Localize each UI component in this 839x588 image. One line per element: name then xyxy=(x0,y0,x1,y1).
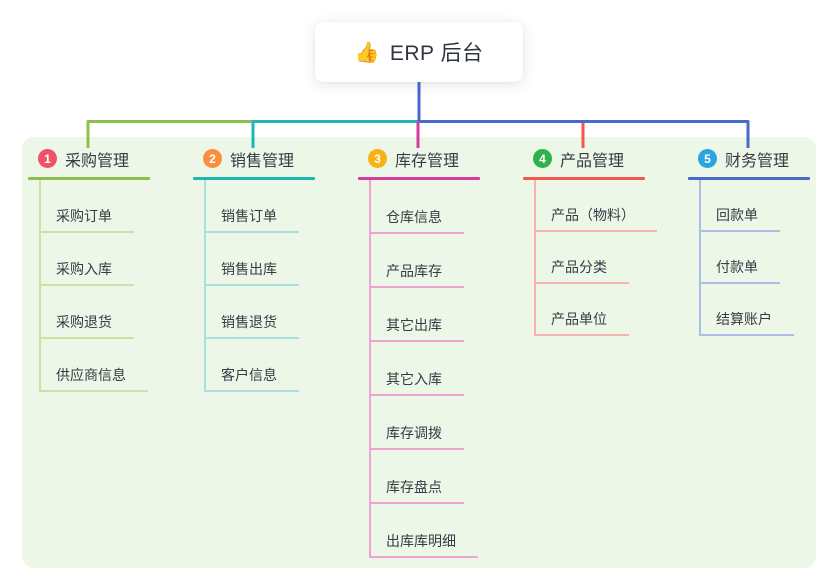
branch-node-purchase[interactable]: 1 采购管理 xyxy=(28,148,150,170)
child-node-label[interactable]: 销售订单 xyxy=(204,206,299,233)
child-node: 付款单 xyxy=(688,232,810,284)
branch-title: 库存管理 xyxy=(395,152,460,170)
branch-number-badge: 2 xyxy=(203,149,222,168)
child-node: 回款单 xyxy=(688,180,810,232)
branch-number-badge: 3 xyxy=(368,149,387,168)
child-node: 产品分类 xyxy=(523,232,657,284)
child-node-label[interactable]: 仓库信息 xyxy=(369,207,464,234)
branch-node-product[interactable]: 4 产品管理 xyxy=(523,148,657,170)
branch-underline xyxy=(358,177,480,180)
child-node: 其它入库 xyxy=(358,342,480,396)
child-node-label[interactable]: 出库库明细 xyxy=(369,531,478,558)
child-node: 采购退货 xyxy=(28,286,150,339)
branch-column-purchase: 1 采购管理采购订单采购入库采购退货供应商信息 xyxy=(28,148,150,392)
child-node-label[interactable]: 回款单 xyxy=(699,205,780,232)
child-node: 供应商信息 xyxy=(28,339,150,392)
children-connector-line xyxy=(534,180,536,336)
child-node-label[interactable]: 供应商信息 xyxy=(39,365,148,392)
child-node: 库存盘点 xyxy=(358,450,480,504)
children-connector-line xyxy=(39,180,41,392)
branch-column-inventory: 3 库存管理仓库信息产品库存其它出库其它入库库存调拨库存盘点出库库明细 xyxy=(358,148,480,558)
branch-title: 采购管理 xyxy=(65,152,130,170)
branch-children: 回款单付款单结算账户 xyxy=(688,180,810,336)
thumbs-up-icon: 👍 xyxy=(354,41,380,64)
branch-column-sales: 2 销售管理销售订单销售出库销售退货客户信息 xyxy=(193,148,315,392)
child-node: 采购入库 xyxy=(28,233,150,286)
branch-column-product: 4 产品管理产品（物料） 产品分类产品单位 xyxy=(523,148,657,336)
child-node-label[interactable]: 采购入库 xyxy=(39,259,134,286)
branch-node-finance[interactable]: 5 财务管理 xyxy=(688,148,810,170)
child-node: 产品库存 xyxy=(358,234,480,288)
child-node-label[interactable]: 销售退货 xyxy=(204,312,299,339)
child-node-label[interactable]: 产品单位 xyxy=(534,309,629,336)
branch-children: 销售订单销售出库销售退货客户信息 xyxy=(193,180,315,392)
child-node: 结算账户 xyxy=(688,284,810,336)
branch-underline xyxy=(28,177,150,180)
child-node-label[interactable]: 库存盘点 xyxy=(369,477,464,504)
child-node-label[interactable]: 其它出库 xyxy=(369,315,464,342)
branch-title: 产品管理 xyxy=(560,152,625,170)
child-node-label[interactable]: 库存调拨 xyxy=(369,423,464,450)
branch-children: 仓库信息产品库存其它出库其它入库库存调拨库存盘点出库库明细 xyxy=(358,180,480,558)
branch-node-sales[interactable]: 2 销售管理 xyxy=(193,148,315,170)
child-node-label[interactable]: 采购订单 xyxy=(39,206,134,233)
branch-number-badge: 5 xyxy=(698,149,717,168)
child-node: 其它出库 xyxy=(358,288,480,342)
child-node-label[interactable]: 付款单 xyxy=(699,257,780,284)
branch-underline xyxy=(523,177,645,180)
child-node-label[interactable]: 销售出库 xyxy=(204,259,299,286)
child-node-label[interactable]: 采购退货 xyxy=(39,312,134,339)
branch-node-inventory[interactable]: 3 库存管理 xyxy=(358,148,480,170)
children-connector-line xyxy=(699,180,701,336)
branch-children: 采购订单采购入库采购退货供应商信息 xyxy=(28,180,150,392)
children-connector-line xyxy=(369,180,371,558)
branch-children: 产品（物料） 产品分类产品单位 xyxy=(523,180,657,336)
child-node-label[interactable]: 产品（物料） xyxy=(534,205,657,232)
branch-underline xyxy=(193,177,315,180)
root-node-label: ERP 后台 xyxy=(389,42,484,65)
child-node: 库存调拨 xyxy=(358,396,480,450)
branch-underline xyxy=(688,177,810,180)
children-connector-line xyxy=(204,180,206,392)
child-node: 销售退货 xyxy=(193,286,315,339)
branch-column-finance: 5 财务管理回款单付款单结算账户 xyxy=(688,148,810,336)
child-node: 客户信息 xyxy=(193,339,315,392)
root-node[interactable]: 👍 ERP 后台 xyxy=(315,22,523,82)
branch-title: 销售管理 xyxy=(230,152,295,170)
child-node-label[interactable]: 产品库存 xyxy=(369,261,464,288)
child-node: 销售出库 xyxy=(193,233,315,286)
branch-title: 财务管理 xyxy=(725,152,790,170)
child-node-label[interactable]: 其它入库 xyxy=(369,369,464,396)
child-node-label[interactable]: 产品分类 xyxy=(534,257,629,284)
branch-number-badge: 4 xyxy=(533,149,552,168)
mindmap-canvas-background xyxy=(22,137,816,568)
child-node: 出库库明细 xyxy=(358,504,480,558)
child-node: 仓库信息 xyxy=(358,180,480,234)
child-node-label[interactable]: 客户信息 xyxy=(204,365,299,392)
branch-number-badge: 1 xyxy=(38,149,57,168)
child-node: 产品（物料） xyxy=(523,180,657,232)
child-node: 产品单位 xyxy=(523,284,657,336)
child-node: 销售订单 xyxy=(193,180,315,233)
child-node: 采购订单 xyxy=(28,180,150,233)
child-node-label[interactable]: 结算账户 xyxy=(699,309,794,336)
